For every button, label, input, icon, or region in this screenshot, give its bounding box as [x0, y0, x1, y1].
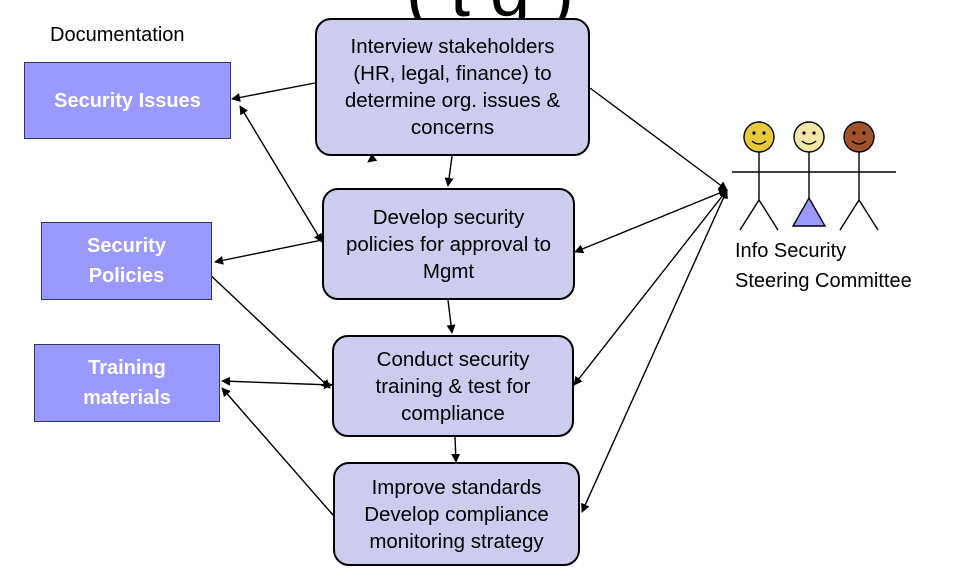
step-develop-policies: Develop security policies for approval t… [322, 188, 575, 300]
arrow-policies-to-conduct [204, 269, 331, 389]
stray-arrow-stub [367, 153, 378, 163]
committee-label-line2: Steering Committee [735, 270, 912, 292]
step-interview-stakeholders: Interview stakeholders (HR, legal, finan… [315, 18, 590, 156]
arrow-conduct-committee [573, 189, 728, 386]
doc-training-materials: Training materials [34, 344, 220, 422]
doc-security-issues: Security Issues [24, 62, 231, 139]
arrow-issues-develop [239, 105, 323, 243]
committee-member-3 [839, 121, 879, 231]
arrow-improve-committee [581, 189, 728, 513]
committee-group [732, 121, 896, 231]
documentation-heading: Documentation [50, 24, 185, 46]
arrow-conduct-training [221, 376, 333, 390]
committee-member-2 [791, 121, 827, 227]
arrow-develop-committee [574, 188, 728, 254]
committee-member-1 [739, 121, 779, 231]
arrow-interview-to-develop [444, 155, 454, 187]
arrow-develop-to-conduct [446, 299, 456, 334]
arrow-improve-to-training [221, 387, 334, 516]
doc-security-policies: Security Policies [41, 222, 212, 300]
arrow-interview-to-issues [231, 82, 316, 102]
arrow-interview-to-committee [589, 87, 728, 191]
step-conduct-training: Conduct security training & test for com… [332, 335, 574, 437]
arrow-conduct-to-improve [451, 436, 461, 463]
smiley-face-icon [793, 121, 825, 153]
smiley-face-icon [743, 121, 775, 153]
smiley-face-icon [843, 121, 875, 153]
dress-triangle-icon [791, 196, 827, 227]
committee-label: Info Security Steering Committee [735, 236, 912, 296]
committee-label-line1: Info Security [735, 240, 847, 262]
step-improve-standards: Improve standards Develop compliance mon… [333, 462, 580, 566]
arrow-develop-to-policies [214, 239, 323, 265]
